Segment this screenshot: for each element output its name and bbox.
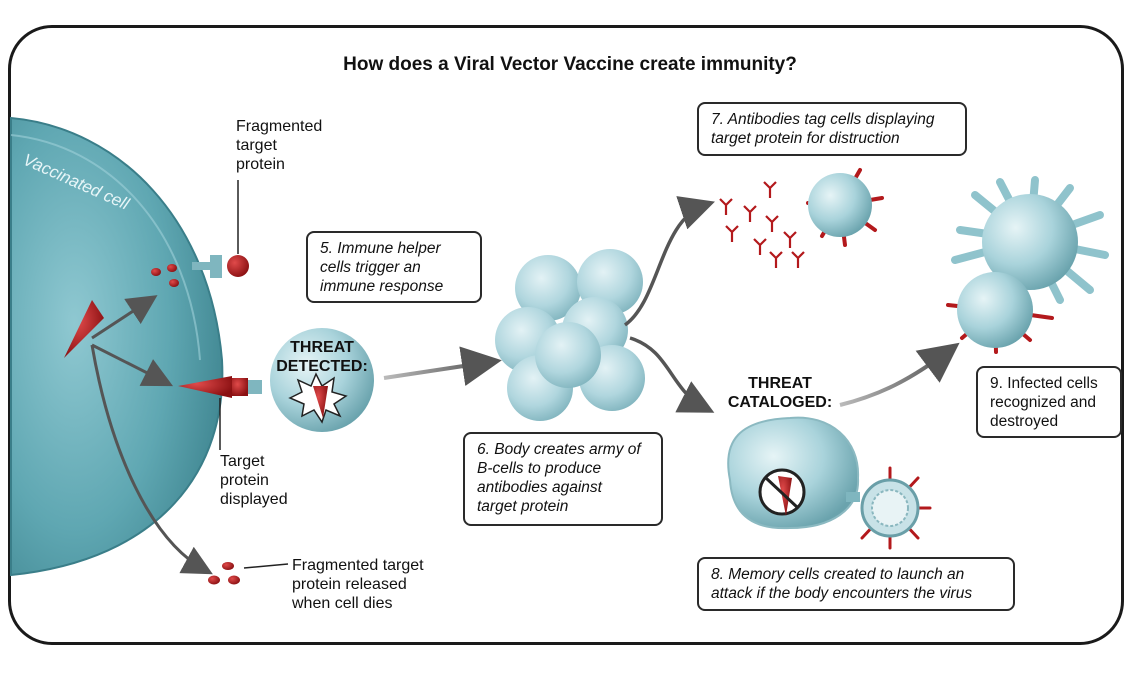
target-protein-displayed-label: Target protein displayed	[220, 453, 288, 508]
threat-detected-cell	[270, 328, 374, 432]
arrow-to-memory	[629, 336, 715, 413]
arrow-to-release	[90, 344, 213, 575]
arrow-to-bcells	[383, 346, 502, 386]
step-6-box: 6. Body creates army of B-cells to produ…	[463, 432, 663, 526]
displayed-protein	[178, 376, 262, 450]
virus	[860, 466, 932, 550]
step-5-box: 5. Immune helper cells trigger an immune…	[306, 231, 482, 303]
arrow-to-antibodies	[623, 196, 715, 327]
step-7-box: 7. Antibodies tag cells displaying targe…	[697, 102, 967, 156]
page-title: How does a Viral Vector Vaccine create i…	[343, 54, 797, 75]
bcell-cluster	[495, 249, 645, 421]
infected-cell	[946, 272, 1054, 354]
fragmented-released-label: Fragmented target protein released when …	[292, 557, 424, 612]
arrow-to-destroyed	[839, 342, 960, 407]
vaccinated-cell	[10, 116, 224, 577]
threat-detected-label: THREAT DETECTED:	[276, 339, 368, 375]
fragmented-protein-label: Fragmented target protein	[236, 118, 323, 173]
killer-cell	[951, 176, 1109, 304]
step-8-box: 8. Memory cells created to launch an att…	[697, 557, 1015, 611]
memory-cell	[727, 416, 860, 530]
arrow-to-display	[91, 343, 174, 387]
antibodies	[719, 181, 805, 268]
released-fragments	[208, 562, 289, 585]
step-9-box: 9. Infected cells recognized and destroy…	[976, 366, 1122, 438]
tagged-cell	[806, 168, 884, 247]
threat-cataloged-label: THREAT CATALOGED:	[727, 375, 833, 411]
fragment-receptor	[151, 180, 249, 287]
arrow-to-fragments	[91, 295, 158, 340]
target-protein-cone	[64, 300, 104, 358]
